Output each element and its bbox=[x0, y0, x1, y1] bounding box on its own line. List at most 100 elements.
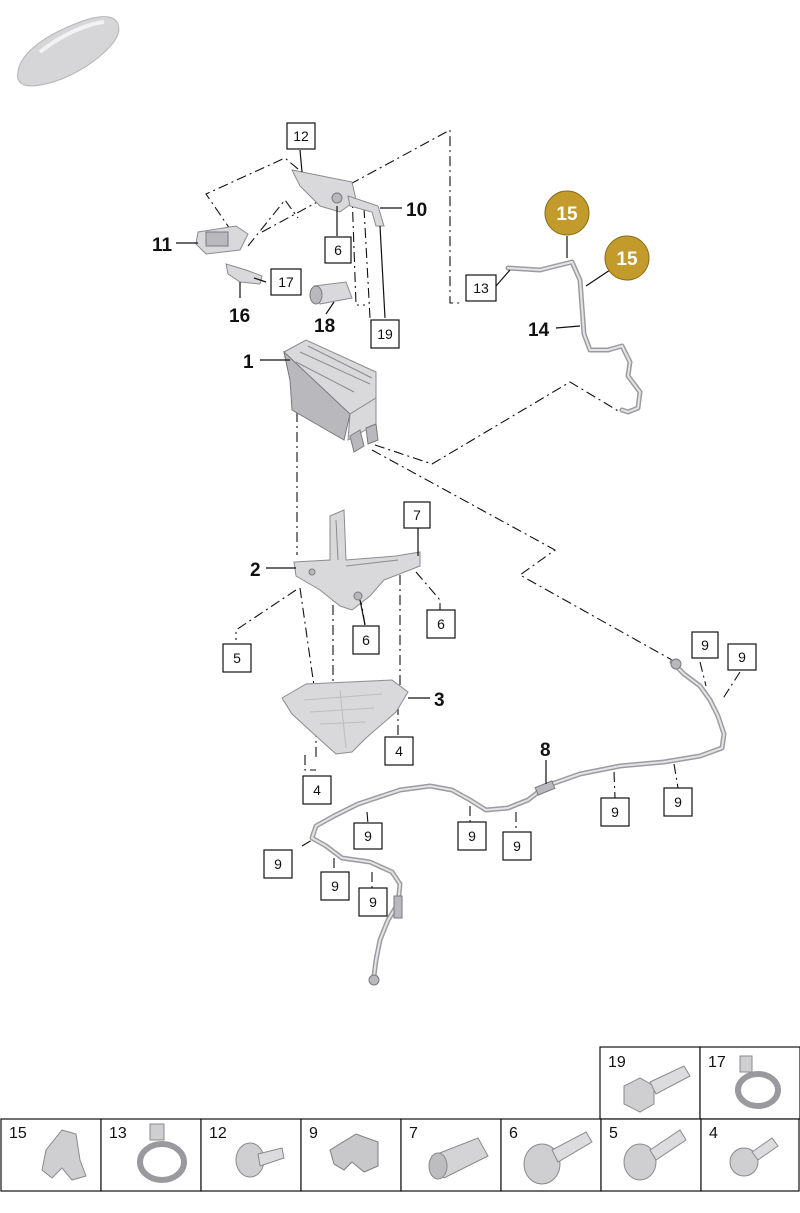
ref-box-4: 4 bbox=[384, 736, 414, 766]
legend-cell: 15 bbox=[0, 1118, 102, 1192]
torx-bolt-icon bbox=[235, 1142, 285, 1178]
ref-box-4: 4 bbox=[302, 775, 332, 805]
hose-clamp-icon bbox=[735, 1055, 781, 1109]
svg-text:4: 4 bbox=[395, 743, 403, 759]
badge-label: 15 bbox=[556, 204, 578, 225]
ref-box-9: 9 bbox=[263, 849, 293, 879]
ref-box-9: 9 bbox=[358, 887, 388, 917]
badge-15-lower: 15 bbox=[604, 235, 650, 281]
ref-box-17: 17 bbox=[270, 268, 302, 296]
svg-text:7: 7 bbox=[409, 1125, 418, 1142]
svg-text:19: 19 bbox=[377, 326, 393, 342]
badge-circle bbox=[544, 190, 590, 236]
svg-text:9: 9 bbox=[364, 828, 372, 844]
svg-text:9: 9 bbox=[674, 794, 682, 810]
badge-15-upper: 15 bbox=[544, 190, 590, 236]
callout-18: 18 bbox=[314, 316, 335, 337]
svg-text:9: 9 bbox=[331, 878, 339, 894]
canister-bracket bbox=[293, 509, 421, 611]
ref-box-9: 9 bbox=[727, 643, 757, 671]
ref-box-9: 9 bbox=[663, 787, 693, 817]
svg-text:9: 9 bbox=[309, 1125, 318, 1142]
callout-14: 14 bbox=[528, 320, 550, 341]
callout-2: 2 bbox=[250, 560, 261, 581]
callout-3: 3 bbox=[434, 690, 445, 711]
callout-1: 1 bbox=[243, 352, 254, 373]
svg-text:17: 17 bbox=[278, 274, 294, 290]
line-holder-icon bbox=[329, 1133, 379, 1173]
svg-text:9: 9 bbox=[513, 838, 521, 854]
hose-clamp-icon bbox=[137, 1123, 187, 1183]
callout-16: 16 bbox=[229, 306, 250, 327]
svg-text:9: 9 bbox=[738, 649, 746, 665]
svg-text:13: 13 bbox=[109, 1125, 127, 1142]
pan-head-screw-icon bbox=[729, 1137, 779, 1177]
svg-text:6: 6 bbox=[509, 1125, 518, 1142]
svg-text:5: 5 bbox=[233, 650, 241, 666]
vent-line-14 bbox=[505, 259, 643, 415]
ref-box-6: 6 bbox=[426, 609, 456, 639]
vapor-line-8 bbox=[309, 658, 727, 986]
carbon-canister bbox=[283, 339, 379, 453]
svg-text:9: 9 bbox=[701, 637, 709, 653]
callout-10: 10 bbox=[406, 200, 427, 221]
ref-box-7: 7 bbox=[403, 501, 431, 529]
svg-text:9: 9 bbox=[274, 856, 282, 872]
svg-text:4: 4 bbox=[313, 782, 321, 798]
legend-cell: 17 bbox=[699, 1046, 800, 1120]
ref-box-12: 12 bbox=[286, 122, 316, 150]
ref-box-9: 9 bbox=[457, 821, 487, 851]
ref-box-13: 13 bbox=[465, 274, 497, 302]
purge-valve bbox=[195, 225, 249, 255]
rivet-nut-icon bbox=[428, 1137, 489, 1180]
badge-circle bbox=[604, 235, 650, 281]
ref-box-5: 5 bbox=[222, 643, 252, 673]
ref-box-6: 6 bbox=[324, 236, 352, 264]
svg-text:13: 13 bbox=[473, 280, 489, 296]
ref-box-9: 9 bbox=[502, 831, 532, 861]
hose-connector-16 bbox=[225, 263, 263, 285]
legend-cell: 12 bbox=[200, 1118, 302, 1192]
callout-leaders bbox=[176, 149, 611, 784]
ref-box-9: 9 bbox=[320, 871, 350, 901]
callout-11: 11 bbox=[152, 235, 173, 256]
legend-cell: 19 bbox=[599, 1046, 701, 1120]
svg-text:9: 9 bbox=[468, 828, 476, 844]
ref-box-9: 9 bbox=[600, 797, 630, 827]
svg-text:19: 19 bbox=[608, 1054, 626, 1071]
legend-cell: 9 bbox=[300, 1118, 402, 1192]
ref-box-9: 9 bbox=[353, 822, 383, 850]
svg-text:9: 9 bbox=[611, 804, 619, 820]
fastener-legend: 19 17 15 13 bbox=[0, 1046, 800, 1192]
svg-text:9: 9 bbox=[369, 894, 377, 910]
svg-text:6: 6 bbox=[362, 632, 370, 648]
svg-text:17: 17 bbox=[708, 1054, 726, 1071]
filter-18 bbox=[309, 281, 353, 305]
legend-cell: 4 bbox=[700, 1118, 800, 1192]
ref-box-6: 6 bbox=[352, 625, 380, 655]
washer-bolt-icon bbox=[623, 1129, 687, 1181]
badge-label: 15 bbox=[616, 249, 638, 270]
svg-text:12: 12 bbox=[209, 1125, 227, 1142]
svg-text:5: 5 bbox=[609, 1125, 618, 1142]
legend-cell: 7 bbox=[400, 1118, 502, 1192]
svg-text:15: 15 bbox=[9, 1125, 27, 1142]
callout-8: 8 bbox=[540, 740, 551, 761]
assembly-dash-lines bbox=[205, 129, 741, 890]
hex-bolt-icon bbox=[623, 1065, 691, 1113]
svg-text:4: 4 bbox=[709, 1125, 718, 1142]
legend-cell: 13 bbox=[100, 1118, 202, 1192]
flange-bolt-icon bbox=[523, 1131, 593, 1185]
ref-box-9: 9 bbox=[691, 631, 719, 659]
purge-valve-bracket bbox=[291, 169, 385, 227]
svg-text:7: 7 bbox=[413, 507, 421, 523]
ref-box-19: 19 bbox=[370, 319, 400, 349]
legend-cell: 6 bbox=[500, 1118, 602, 1192]
legend-cell: 5 bbox=[600, 1118, 702, 1192]
heat-shield bbox=[281, 679, 409, 755]
svg-text:12: 12 bbox=[293, 128, 309, 144]
pipe-clip-icon bbox=[41, 1129, 87, 1181]
car-silhouette-icon bbox=[17, 16, 120, 87]
svg-text:6: 6 bbox=[334, 242, 342, 258]
